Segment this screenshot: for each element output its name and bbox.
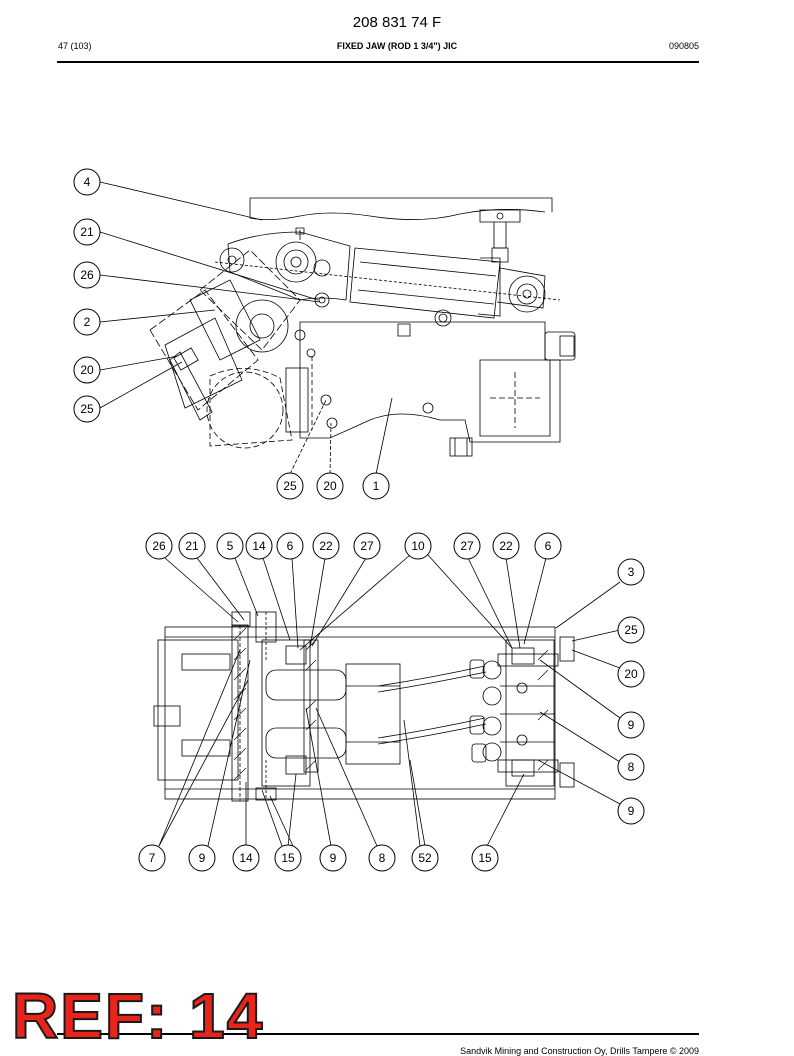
svg-text:21: 21 <box>80 225 94 239</box>
callout-upper-1: 1 <box>362 472 390 500</box>
callout-lower-14-bottom: 14 <box>232 844 260 872</box>
svg-text:9: 9 <box>628 718 635 732</box>
callout-upper-20: 20 <box>73 356 101 384</box>
callout-lower-9-mid: 9 <box>319 844 347 872</box>
callout-upper-4: 4 <box>73 168 101 196</box>
svg-text:25: 25 <box>80 402 94 416</box>
svg-text:4: 4 <box>84 175 91 189</box>
svg-text:20: 20 <box>80 363 94 377</box>
callout-lower-10: 10 <box>404 532 432 560</box>
callout-upper-25-bottom: 25 <box>276 472 304 500</box>
footer-rule <box>57 1033 699 1035</box>
svg-text:25: 25 <box>283 479 297 493</box>
callout-lower-6: 6 <box>276 532 304 560</box>
callout-lower-21: 21 <box>178 532 206 560</box>
callout-lower-26: 26 <box>145 532 173 560</box>
callout-lower-25: 25 <box>617 616 645 644</box>
svg-text:25: 25 <box>624 623 638 637</box>
svg-text:22: 22 <box>319 539 333 553</box>
callout-upper-26: 26 <box>73 261 101 289</box>
callout-lower-14: 14 <box>245 532 273 560</box>
svg-text:10: 10 <box>411 539 425 553</box>
svg-text:20: 20 <box>323 479 337 493</box>
callout-lower-3: 3 <box>617 558 645 586</box>
svg-text:26: 26 <box>80 268 94 282</box>
lower-view-linework <box>153 611 575 802</box>
svg-text:15: 15 <box>281 851 295 865</box>
footer-copyright: Sandvik Mining and Construction Oy, Dril… <box>460 1046 699 1056</box>
svg-text:1: 1 <box>373 479 380 493</box>
svg-text:27: 27 <box>460 539 474 553</box>
svg-text:2: 2 <box>84 315 91 329</box>
svg-text:6: 6 <box>287 539 294 553</box>
svg-text:8: 8 <box>379 851 386 865</box>
svg-text:22: 22 <box>499 539 513 553</box>
callout-lower-7: 7 <box>138 844 166 872</box>
header-rule <box>57 61 699 63</box>
svg-text:52: 52 <box>418 851 432 865</box>
svg-text:14: 14 <box>239 851 253 865</box>
svg-text:8: 8 <box>628 760 635 774</box>
callout-lower-9-lower: 9 <box>617 797 645 825</box>
svg-text:27: 27 <box>360 539 374 553</box>
callout-lower-8-right: 8 <box>617 753 645 781</box>
svg-text:26: 26 <box>152 539 166 553</box>
callout-upper-20-bottom: 20 <box>316 472 344 500</box>
lower-leader-lines <box>158 554 621 847</box>
upper-leader-lines <box>99 181 393 475</box>
date-code: 090805 <box>668 41 699 51</box>
page-title: FIXED JAW (ROD 1 3/4") JIC <box>336 41 458 51</box>
svg-text:9: 9 <box>628 804 635 818</box>
callout-lower-9-left: 9 <box>188 844 216 872</box>
callout-lower-22-right: 22 <box>492 532 520 560</box>
callout-lower-8-bottom: 8 <box>368 844 396 872</box>
callout-upper-25: 25 <box>73 395 101 423</box>
callout-lower-20: 20 <box>617 660 645 688</box>
callout-lower-6-right: 6 <box>534 532 562 560</box>
document-number: 208 831 74 F <box>352 14 442 31</box>
svg-text:14: 14 <box>252 539 266 553</box>
svg-text:5: 5 <box>227 539 234 553</box>
callout-lower-27: 27 <box>353 532 381 560</box>
svg-text:9: 9 <box>330 851 337 865</box>
callout-lower-15-right: 15 <box>471 844 499 872</box>
page-reference: 47 (103) <box>58 41 92 51</box>
svg-text:9: 9 <box>199 851 206 865</box>
svg-text:15: 15 <box>478 851 492 865</box>
svg-text:6: 6 <box>545 539 552 553</box>
svg-text:20: 20 <box>624 667 638 681</box>
callout-lower-5: 5 <box>216 532 244 560</box>
hatched-sections <box>233 627 549 781</box>
svg-text:7: 7 <box>149 851 156 865</box>
callout-lower-9-upper: 9 <box>617 711 645 739</box>
callout-upper-21: 21 <box>73 218 101 246</box>
callout-lower-22: 22 <box>312 532 340 560</box>
callout-lower-15-left: 15 <box>274 844 302 872</box>
ref-stamp: REF: 14 <box>11 980 265 1052</box>
callout-lower-27-right: 27 <box>453 532 481 560</box>
upper-view-linework <box>149 197 576 457</box>
svg-text:3: 3 <box>628 565 635 579</box>
svg-text:21: 21 <box>185 539 199 553</box>
callout-upper-2: 2 <box>73 308 101 336</box>
callout-lower-52: 52 <box>411 844 439 872</box>
